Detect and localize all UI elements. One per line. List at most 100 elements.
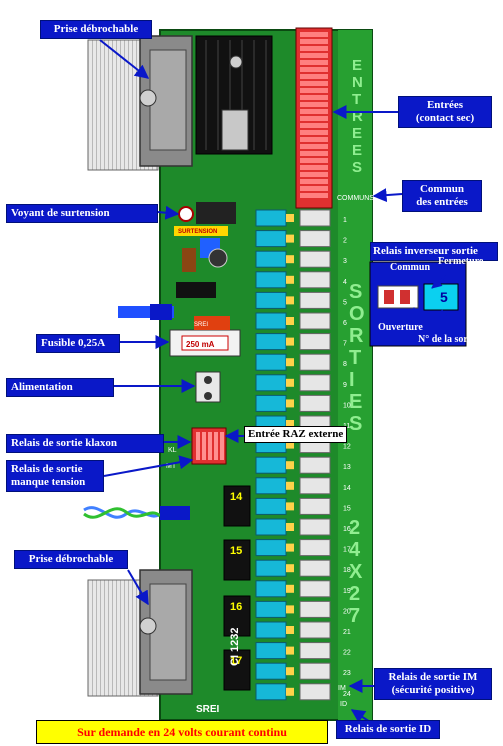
relay-diode <box>286 255 294 264</box>
callout-entrees: Entrées (contact sec) <box>398 96 492 128</box>
callout-alimentation: Alimentation <box>6 378 114 397</box>
relay-diode <box>286 275 294 284</box>
relay-diode <box>286 523 294 531</box>
input-pin <box>300 39 328 44</box>
relay-diode <box>286 214 294 222</box>
label-id: ID <box>340 701 347 708</box>
label-ci: CI 1232 <box>229 627 241 666</box>
label-kl: KL <box>168 447 177 454</box>
output-terminal <box>299 271 331 289</box>
input-pin <box>300 109 328 114</box>
driver-ic <box>223 485 251 527</box>
relay-diode <box>286 358 294 367</box>
arrow-no-sortie <box>438 308 449 333</box>
input-pin <box>300 179 328 184</box>
regulator <box>221 109 249 151</box>
relay-number: 14 <box>343 485 351 492</box>
relay-number: 1 <box>343 217 347 224</box>
relay-number: 21 <box>343 629 351 636</box>
input-pin <box>300 67 328 72</box>
input-pin <box>300 60 328 65</box>
relay <box>255 539 287 557</box>
output-terminal <box>299 333 331 351</box>
led-surtension <box>178 206 194 222</box>
arrow-voyant <box>157 205 180 220</box>
relay <box>255 394 287 412</box>
relay <box>255 333 287 351</box>
klaxon-pin <box>202 432 206 460</box>
relay-diode <box>286 440 294 449</box>
relay-diode <box>286 337 294 346</box>
klaxon-pin <box>214 432 218 460</box>
input-pin <box>300 123 328 128</box>
callout-entrees-sub: (contact sec) <box>415 112 475 124</box>
relay-number: 4 <box>343 279 347 286</box>
input-pin <box>300 151 328 156</box>
relay-number: 10 <box>343 402 351 409</box>
label-surtension: SURTENSION <box>178 229 217 235</box>
arrow-commun <box>372 188 403 203</box>
callout-prise-top: Prise débrochable <box>40 20 152 39</box>
output-terminal <box>299 539 331 557</box>
relay-number: 3 <box>343 258 347 265</box>
relay-diode <box>286 626 294 634</box>
relay <box>255 642 287 660</box>
output-terminal <box>299 250 331 268</box>
input-pin <box>300 186 328 191</box>
output-terminal <box>299 353 331 371</box>
sorties-letter: E <box>349 391 362 413</box>
input-pin <box>300 81 328 86</box>
input-pin <box>300 130 328 135</box>
callout-relais-inverseur: Relais inverseur sortie <box>370 242 498 261</box>
relay-diode <box>286 481 294 490</box>
relay-number: 13 <box>343 464 351 471</box>
ic-black <box>176 282 216 298</box>
input-pin <box>300 165 328 170</box>
input-pin <box>300 53 328 58</box>
relay <box>255 497 287 515</box>
model-letter: 7 <box>349 605 360 627</box>
relay-diode <box>286 584 294 593</box>
arrow-prise-bottom <box>127 569 149 606</box>
input-pin <box>300 32 328 37</box>
relay <box>255 209 287 227</box>
callout-relais-im: Relais de sortie IM (sécurité positive) <box>374 668 492 700</box>
relay-diode <box>286 317 294 325</box>
label-communs: COMMUNS <box>337 195 374 202</box>
output-terminal <box>299 230 331 248</box>
relay-diode <box>286 420 294 428</box>
input-pin <box>300 102 328 107</box>
relay <box>255 518 287 536</box>
relay <box>255 559 287 577</box>
callout-manque: Relais de sortie manque tension <box>6 460 104 492</box>
ic-number: 16 <box>230 601 242 613</box>
output-relays <box>255 209 294 701</box>
output-terminal <box>299 518 331 536</box>
relay <box>255 271 287 289</box>
relay-diode <box>286 378 294 387</box>
relay-diode <box>286 502 294 511</box>
arrow-manque <box>103 455 194 477</box>
ic-number: 15 <box>230 545 242 557</box>
output-terminal <box>299 374 331 392</box>
label-srei-small: SREI <box>194 322 208 328</box>
label-commun-detail: Commun <box>390 262 431 273</box>
entrees-letter: E <box>352 142 362 159</box>
output-terminal <box>299 477 331 495</box>
callout-raz: Entrée RAZ externe <box>244 426 348 443</box>
relay-diode <box>286 461 294 470</box>
detail-number: 5 <box>440 289 448 305</box>
relay-diode <box>286 687 294 696</box>
relay-number: 9 <box>343 382 347 389</box>
driver-ic <box>223 649 251 691</box>
callout-relais-im-1: Relais de sortie IM <box>388 671 478 683</box>
driver-ic <box>223 595 251 637</box>
input-pin <box>300 158 328 163</box>
driver-ic <box>223 539 251 581</box>
label-im: IM <box>338 685 346 692</box>
relay-diode <box>286 234 294 243</box>
output-terminal <box>299 497 331 515</box>
input-pin <box>300 193 328 198</box>
